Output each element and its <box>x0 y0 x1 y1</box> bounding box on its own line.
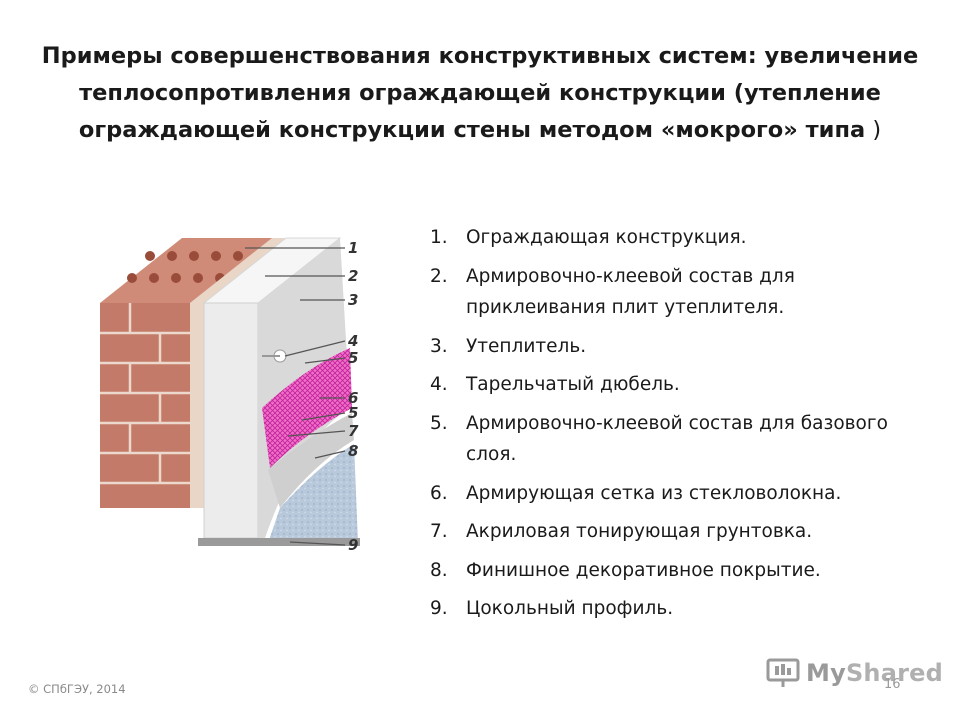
finish-coating <box>268 444 358 543</box>
presentation-screen-icon <box>766 658 800 687</box>
legend-text: Утеплитель. <box>466 335 587 357</box>
legend-list: 1. Ограждающая конструкция. 2. Армировочно… <box>430 222 930 632</box>
legend-number: 9. <box>430 598 448 619</box>
legend-number: 8. <box>430 559 448 581</box>
legend-text: Цокольный профиль. <box>466 598 674 619</box>
callout-6: 6 <box>348 389 358 407</box>
legend-item: 2. Армировочно-клеевой состав для приклеи… <box>430 261 930 324</box>
legend-text: Тарельчатый дюбель. <box>466 374 680 395</box>
legend-item: 5. Армировочно-клеевой состав для базовог… <box>430 408 930 471</box>
callout-8: 8 <box>348 442 358 460</box>
legend-text: Финишное декоративное покрытие. <box>466 559 821 581</box>
legend-item: 4. Тарельчатый дюбель. <box>430 369 930 401</box>
insulation-slab <box>202 237 342 539</box>
legend-number: 5. <box>430 412 448 434</box>
callout-3: 3 <box>348 291 358 309</box>
legend-text: Акриловая тонирующая грунтовка. <box>466 521 813 542</box>
callout-1: 1 <box>348 239 358 257</box>
legend-number: 4. <box>430 374 448 395</box>
legend-item: 3. Утеплитель. <box>430 331 930 363</box>
legend-item: 7. Акриловая тонирующая грунтовка. <box>430 516 930 548</box>
copyright-text: © СПбГЭУ, 2014 <box>28 682 126 696</box>
legend-text: Ограждающая конструкция. <box>466 227 747 248</box>
myshared-logo[interactable]: MyShared <box>766 656 943 690</box>
legend-item: 6. Армирующая сетка из стекловолокна. <box>430 478 930 510</box>
callout-4: 4 <box>347 332 358 350</box>
callout-lines <box>245 247 346 546</box>
legend-number: 2. <box>430 265 448 287</box>
callout-5a: 5 <box>348 349 358 367</box>
legend-number: 6. <box>430 482 448 504</box>
slide-title-main: Примеры совершенствования конструктивных… <box>41 43 919 143</box>
fiberglass-mesh <box>262 348 352 468</box>
wall-insulation-diagram: 1 2 3 4 5 6 5 7 8 9 <box>100 237 360 554</box>
legend-number: 7. <box>430 521 448 542</box>
callout-7: 7 <box>348 422 359 440</box>
logo-text: MyShared <box>806 659 943 687</box>
legend-text: Армировочно-клеевой состав для базового … <box>466 412 888 466</box>
callout-5b: 5 <box>348 404 358 422</box>
primer-layer <box>268 413 354 508</box>
legend-item: 8. Финишное декоративное покрытие. <box>430 555 930 587</box>
legend-text: Армирующая сетка из стекловолокна. <box>466 482 842 504</box>
legend-number: 3. <box>430 335 448 357</box>
slide-title-tail: ) <box>865 117 882 143</box>
legend-item: 9. Цокольный профиль. <box>430 593 930 625</box>
page-number: 16 <box>884 677 901 692</box>
callout-9: 9 <box>348 536 358 554</box>
legend-item: 1. Ограждающая конструкция. <box>430 222 930 254</box>
callout-2: 2 <box>348 267 358 285</box>
legend-text: Армировочно-клеевой состав для приклеива… <box>466 265 795 319</box>
slide-title: Примеры совершенствования конструктивных… <box>40 38 920 149</box>
legend-number: 1. <box>430 227 448 248</box>
adhesive-layer <box>190 238 286 508</box>
